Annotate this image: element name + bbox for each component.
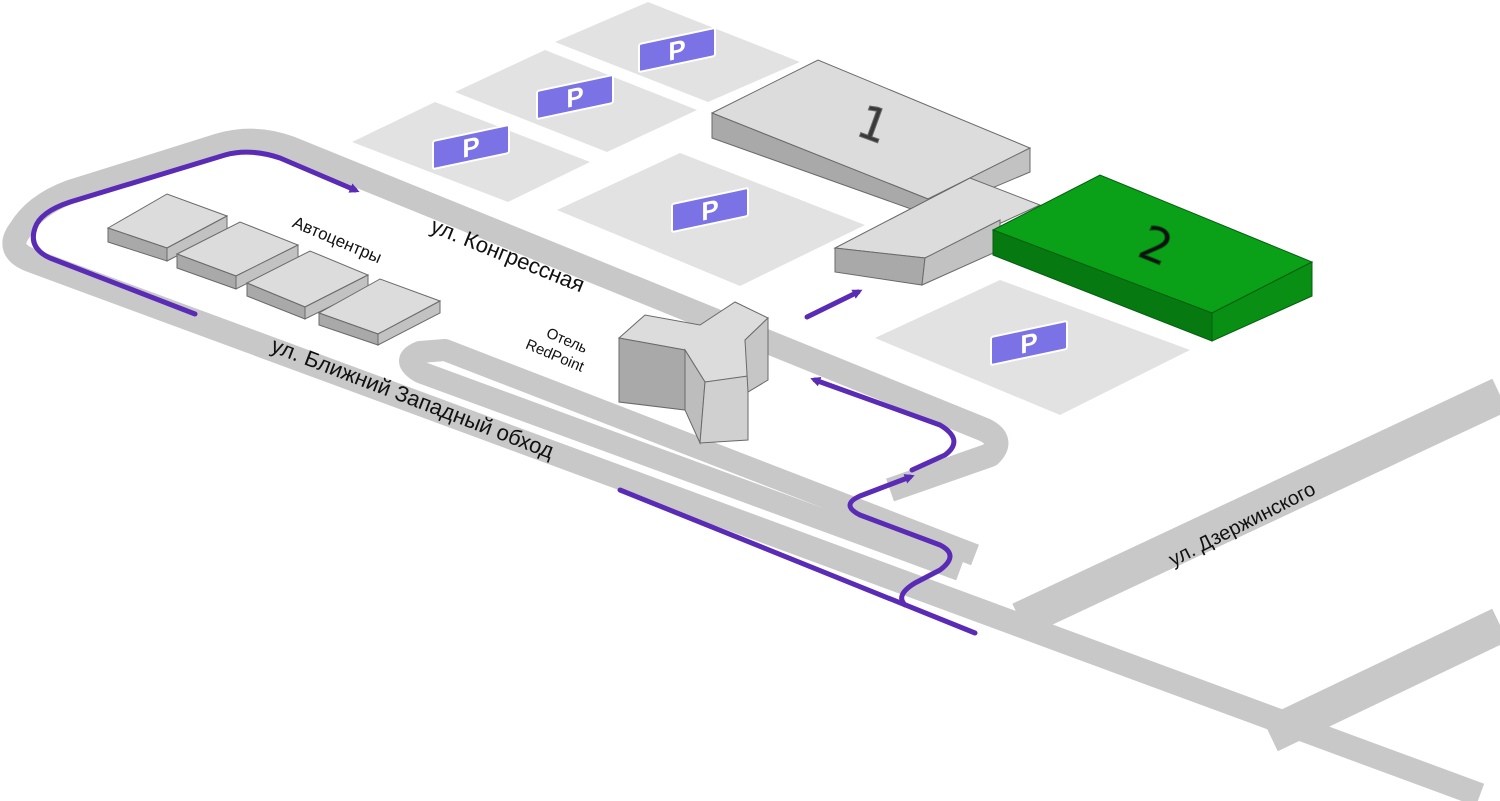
route-path — [30, 149, 978, 636]
road-dzerzhinskogo — [1012, 378, 1500, 637]
svg-text:P: P — [668, 33, 685, 66]
route-arrow-to-building — [804, 289, 863, 320]
svg-text:P: P — [462, 130, 479, 163]
building-2-highlighted: 2 — [991, 174, 1314, 342]
road-loop — [2, 128, 1485, 801]
route-main — [30, 149, 978, 636]
svg-text:P: P — [701, 193, 718, 226]
parking-sign-1: P — [638, 27, 716, 73]
autocenter-block-4 — [317, 278, 442, 346]
parking-sign-3: P — [432, 124, 510, 170]
autocenter-block-3 — [245, 250, 370, 320]
route-entry — [847, 474, 953, 608]
parking-sign-4: P — [671, 187, 749, 233]
route-to-hotel — [810, 376, 957, 473]
autocenter-block-2 — [175, 221, 300, 290]
parking-signs: P P P P P — [432, 27, 1068, 366]
roads — [2, 128, 1500, 801]
parking-sign-5: P — [990, 320, 1068, 366]
building-1: 1 — [710, 59, 1042, 286]
road-lower-branch — [1262, 608, 1500, 752]
autocenter-blocks — [106, 193, 442, 346]
svg-text:P: P — [566, 80, 583, 113]
svg-text:P: P — [1020, 326, 1037, 359]
parking-sign-2: P — [536, 74, 614, 120]
hotel-redpoint-building — [617, 301, 769, 445]
road-inner-loop — [399, 339, 979, 581]
autocenter-block-1 — [106, 193, 229, 262]
